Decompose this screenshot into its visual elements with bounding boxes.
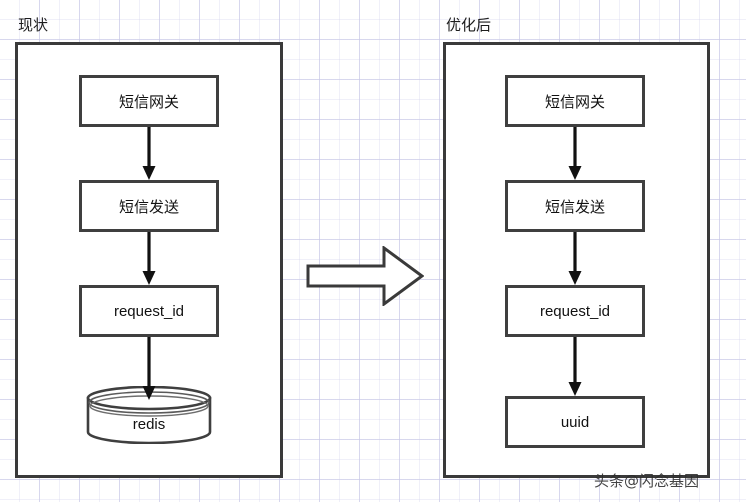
- node-request-id-optimized[interactable]: request_id: [505, 285, 645, 337]
- node-uuid-optimized[interactable]: uuid: [505, 396, 645, 448]
- node-sms-gateway-current[interactable]: 短信网关: [79, 75, 219, 127]
- node-sms-send-optimized[interactable]: 短信发送: [505, 180, 645, 232]
- node-sms-gateway-optimized[interactable]: 短信网关: [505, 75, 645, 127]
- connector-requestid-to-uuid-optimized: [565, 337, 585, 397]
- connector-gateway-to-send-optimized: [565, 127, 585, 181]
- connector-requestid-to-redis-current: [139, 337, 159, 401]
- connector-send-to-requestid-current: [139, 232, 159, 286]
- node-redis-label: redis: [132, 416, 166, 433]
- panel-title-optimized: 优化后: [446, 17, 492, 34]
- watermark-text: 头条@闪念基因: [594, 472, 700, 490]
- connector-send-to-requestid-optimized: [565, 232, 585, 286]
- panel-title-current: 现状: [18, 17, 49, 34]
- block-arrow-right-icon: [306, 245, 425, 307]
- node-sms-send-current[interactable]: 短信发送: [79, 180, 219, 232]
- connector-gateway-to-send-current: [139, 127, 159, 181]
- node-request-id-current[interactable]: request_id: [79, 285, 219, 337]
